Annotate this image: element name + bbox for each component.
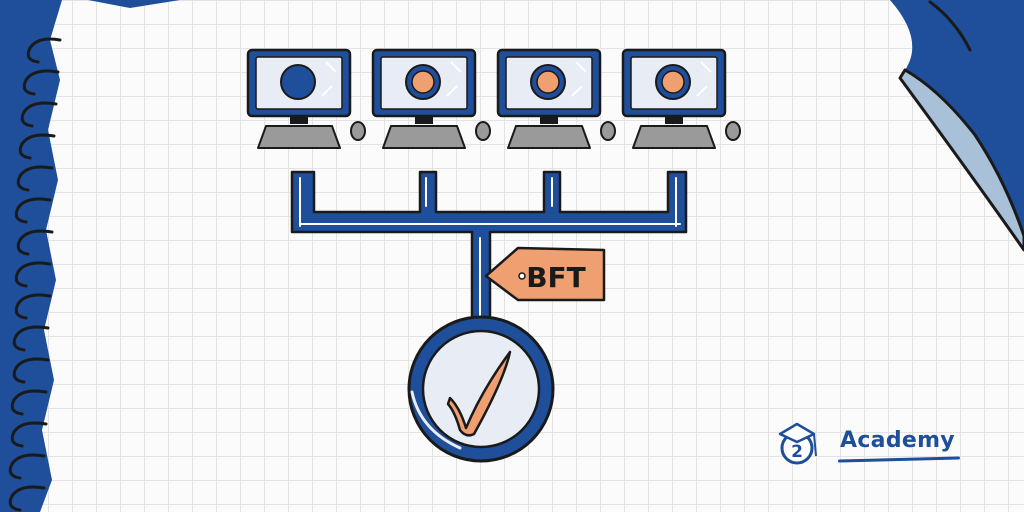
node-dot-inner (661, 70, 685, 94)
monitor-stand (540, 116, 558, 124)
bus-highlights (299, 177, 681, 317)
tag-label: BFT (526, 261, 586, 294)
screen-glare (446, 61, 462, 97)
computer-1 (246, 48, 366, 149)
computer-3 (496, 48, 616, 149)
monitor-stand (290, 116, 308, 124)
keyboard (632, 125, 716, 149)
tag-hole-icon (518, 272, 526, 280)
monitor-stand (665, 116, 683, 124)
computer-4 (621, 48, 741, 149)
keyboard (507, 125, 591, 149)
keyboard (382, 125, 466, 149)
logo-digit: 2 (791, 442, 803, 462)
mouse-icon (350, 121, 366, 141)
node-dot-inner (411, 70, 435, 94)
top-right-page-curl (88, 0, 1024, 252)
screen-glare (321, 61, 337, 97)
mouse-icon (600, 121, 616, 141)
bft-tag: BFT (484, 246, 606, 302)
computer-2 (371, 48, 491, 149)
screen-glare (696, 61, 712, 97)
brand-name: Academy (840, 428, 955, 453)
brand-logo: 2 (778, 422, 817, 465)
bus-network (290, 170, 688, 322)
keyboard (257, 125, 341, 149)
mouse-icon (725, 121, 741, 141)
node-dot-outer (280, 64, 316, 100)
node-dot-inner (536, 70, 560, 94)
checkmark-icon (446, 350, 512, 437)
result-node (407, 315, 555, 463)
monitor-stand (415, 116, 433, 124)
spiral-binding (0, 0, 62, 512)
computer-group (246, 48, 741, 149)
mouse-icon (475, 121, 491, 141)
screen-glare (571, 61, 587, 97)
